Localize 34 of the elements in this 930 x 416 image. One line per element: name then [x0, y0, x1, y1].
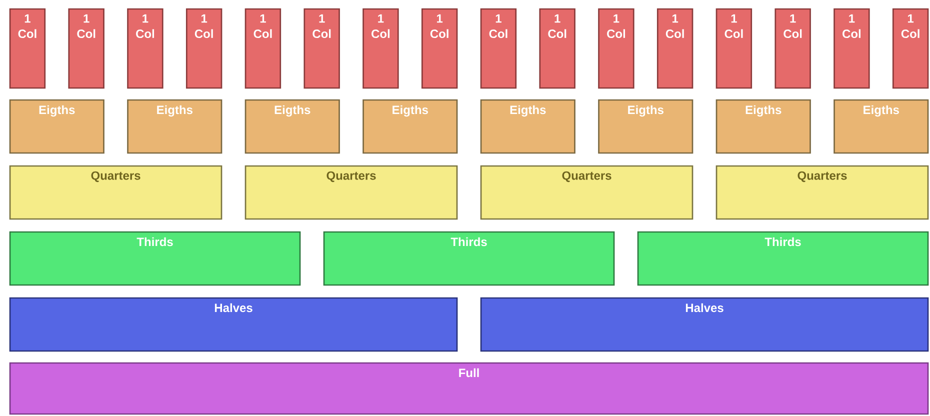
quarters-box: Quarters	[244, 165, 458, 220]
column-box: 1 Col	[598, 8, 634, 89]
halves-box: Halves	[480, 297, 929, 352]
eighths-box: Eigths	[480, 99, 576, 154]
quarters-box: Quarters	[716, 165, 929, 220]
thirds-box: Thirds	[9, 231, 301, 286]
column-box: 1 Col	[539, 8, 576, 89]
column-box: 1 Col	[127, 8, 164, 89]
column-box: 1 Col	[716, 8, 752, 89]
column-box: 1 Col	[656, 8, 694, 89]
quarters-box: Quarters	[9, 165, 222, 220]
thirds-box: Thirds	[637, 231, 929, 286]
halves-box: Halves	[9, 297, 458, 352]
eighths-box: Eigths	[598, 99, 694, 154]
column-box: 1 Col	[186, 8, 222, 89]
quarters-box: Quarters	[480, 165, 694, 220]
column-box: 1 Col	[892, 8, 929, 89]
eighths-box: Eigths	[362, 99, 458, 154]
thirds-box: Thirds	[323, 231, 615, 286]
column-box: 1 Col	[244, 8, 282, 89]
full-box: Full	[9, 362, 929, 415]
eighths-box: Eigths	[9, 99, 104, 154]
eighths-box: Eigths	[716, 99, 811, 154]
eighths-box: Eigths	[834, 99, 929, 154]
column-box: 1 Col	[421, 8, 458, 89]
column-box: 1 Col	[362, 8, 399, 89]
column-box: 1 Col	[834, 8, 870, 89]
column-box: 1 Col	[480, 8, 517, 89]
column-box: 1 Col	[774, 8, 811, 89]
column-box: 1 Col	[9, 8, 46, 89]
column-box: 1 Col	[68, 8, 104, 89]
eighths-box: Eigths	[244, 99, 340, 154]
eighths-box: Eigths	[127, 99, 222, 154]
column-box: 1 Col	[304, 8, 340, 89]
